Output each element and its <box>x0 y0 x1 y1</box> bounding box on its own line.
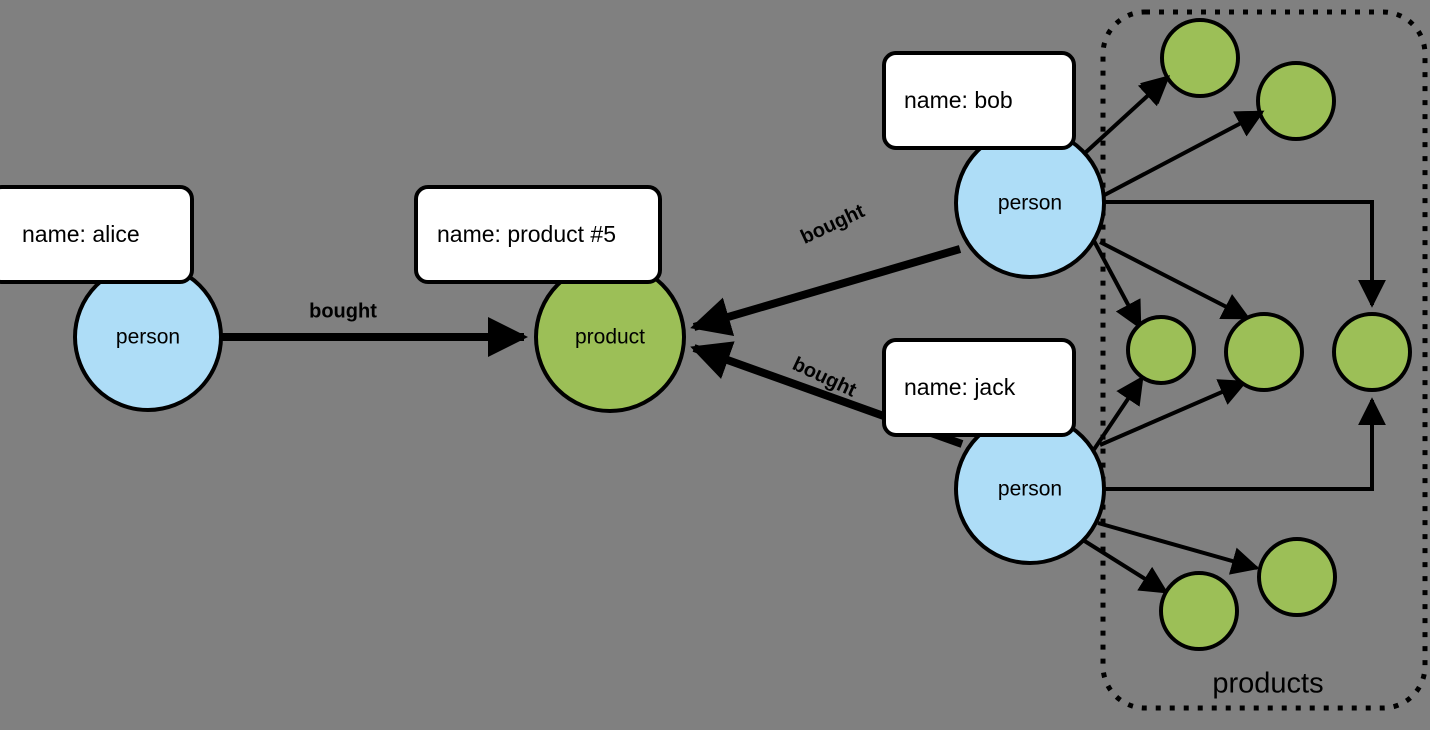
products-cluster-items <box>1126 18 1412 651</box>
edge-bob-to-product-2 <box>1094 110 1265 202</box>
node-bob-label: person <box>998 192 1062 215</box>
node-product5-label: product <box>575 326 645 349</box>
product-circle-6[interactable] <box>1257 537 1337 617</box>
property-box-alice-rect[interactable] <box>0 185 194 284</box>
property-box-bob-rect[interactable] <box>882 51 1076 150</box>
edge-bob-to-product-4 <box>1099 240 1251 320</box>
property-box-product5[interactable]: name: product #5 <box>414 185 662 284</box>
product-circle-2[interactable] <box>1256 61 1336 141</box>
property-box-jack[interactable]: name: jack <box>882 338 1076 437</box>
product-circle-5[interactable] <box>1332 312 1412 392</box>
node-bob[interactable]: person <box>954 127 1106 279</box>
product-circle-3[interactable] <box>1126 315 1196 385</box>
property-box-product5-rect[interactable] <box>414 185 662 284</box>
edge-label-alice-bought: bought <box>309 300 377 322</box>
edge-bob-bought-product <box>690 245 962 337</box>
arrowhead-bob-product-2 <box>1233 110 1265 137</box>
edge-jack-to-product-6 <box>1097 521 1260 575</box>
edge-jack-to-product-5 <box>1104 397 1386 491</box>
edge-jack-to-product-7 <box>1081 538 1169 594</box>
product-circle-7[interactable] <box>1159 571 1239 651</box>
node-jack-label: person <box>998 478 1062 501</box>
arrowhead-bob-product-1 <box>1139 75 1171 105</box>
property-box-bob-text: name: bob <box>904 87 1013 113</box>
edge-bob-to-product-3 <box>1091 238 1142 330</box>
property-box-alice-text: name: alice <box>22 221 140 247</box>
edge-jack-to-product-3 <box>1091 375 1144 453</box>
edge-bob-to-product-5 <box>1104 200 1386 308</box>
edge-jack-to-product-4 <box>1099 379 1248 447</box>
property-box-product5-text: name: product #5 <box>437 221 616 247</box>
node-product5[interactable]: product <box>534 261 686 413</box>
property-box-jack-text: name: jack <box>904 374 1016 400</box>
edge-group-jack-products <box>1081 375 1386 594</box>
node-jack[interactable]: person <box>954 413 1106 565</box>
product-circle-4[interactable] <box>1224 312 1304 392</box>
node-alice-label: person <box>116 326 180 349</box>
product-circle-1[interactable] <box>1160 18 1240 98</box>
property-box-alice[interactable]: name: alice <box>0 185 194 284</box>
edge-label-bob-bought: bought <box>797 200 868 249</box>
node-alice[interactable]: person <box>73 262 223 412</box>
property-box-jack-rect[interactable] <box>882 338 1076 437</box>
property-box-bob[interactable]: name: bob <box>882 51 1076 150</box>
products-cluster-label: products <box>1212 668 1323 700</box>
edge-arrowheads-overlay <box>1139 75 1265 137</box>
